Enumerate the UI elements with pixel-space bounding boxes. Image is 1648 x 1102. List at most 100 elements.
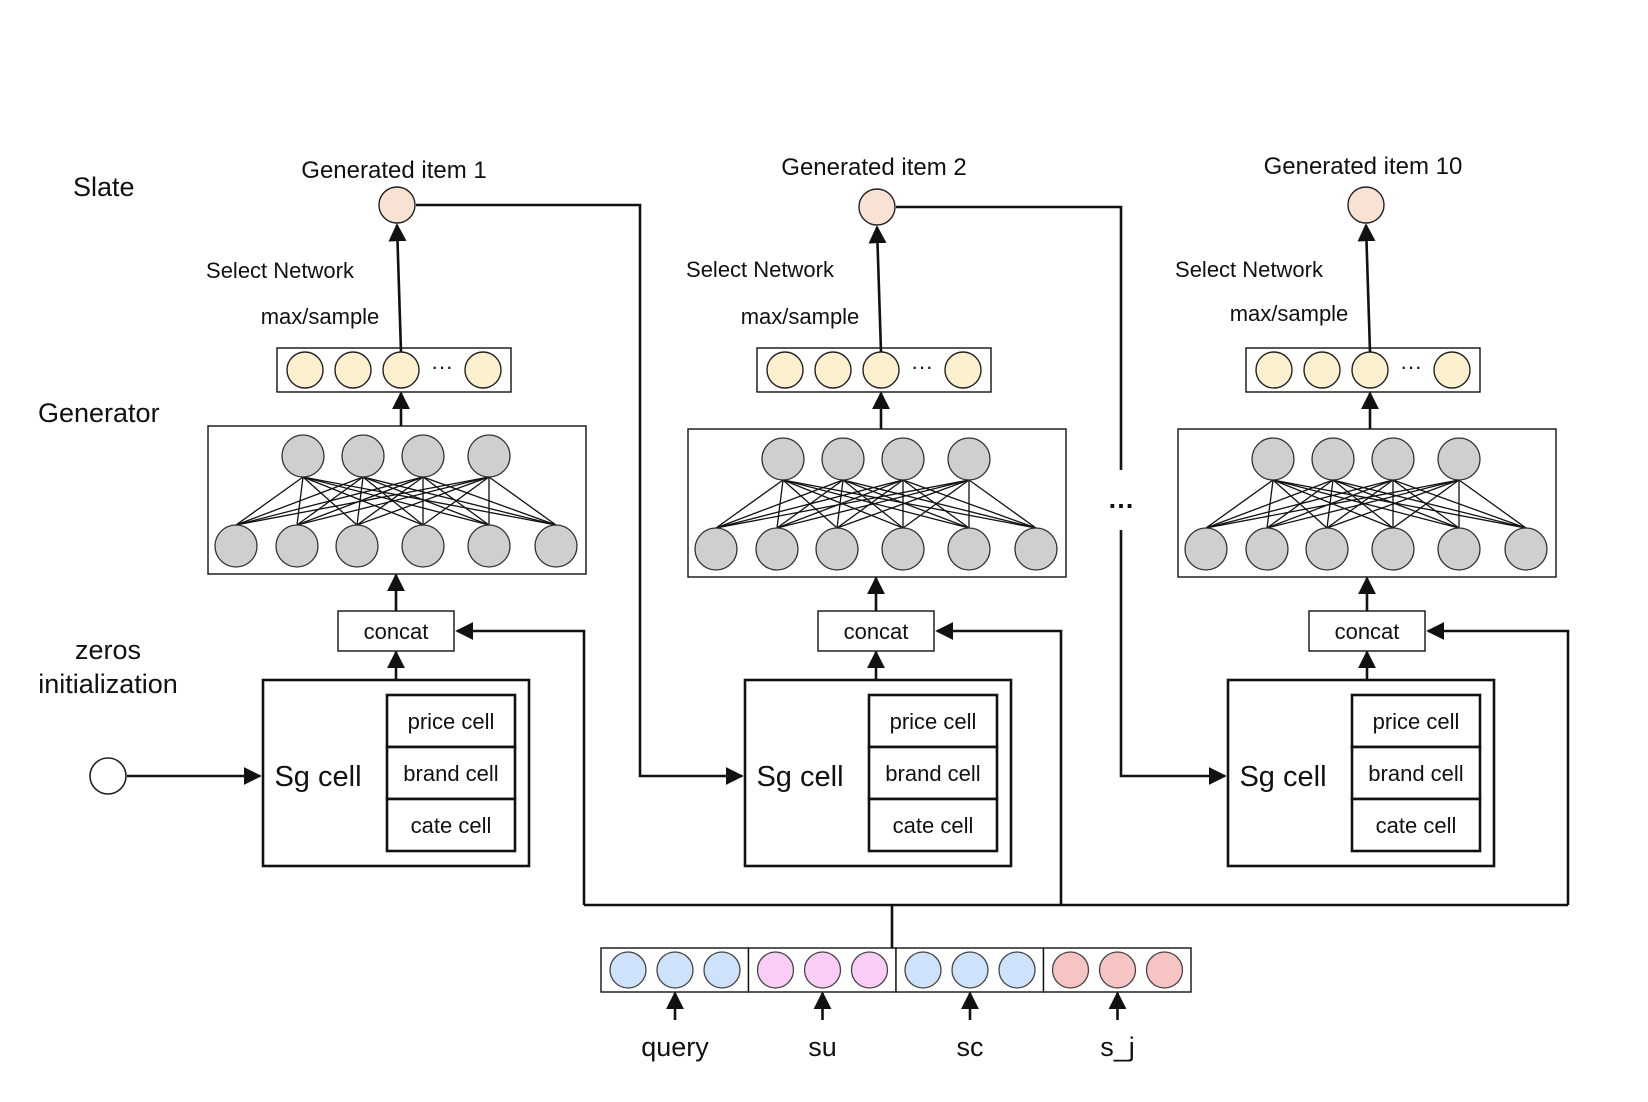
generator-edge (1266, 479, 1460, 529)
cate-cell-box (1350, 797, 1482, 853)
sg-cell-label: Sg cell (1239, 761, 1326, 793)
generator-edges (715, 479, 1037, 529)
generator-edge (715, 479, 904, 529)
candidate-item-node (1303, 351, 1341, 389)
generated-item-node (378, 186, 416, 224)
input-feature-node (609, 951, 647, 989)
generator-edge (235, 476, 424, 526)
hidden-neuron-top (1251, 437, 1295, 481)
generated-item-node (1347, 186, 1385, 224)
input-feature-node (998, 951, 1036, 989)
zeros-initialization-node (89, 757, 127, 795)
select-network-label: Select Network (206, 258, 355, 283)
bus-to-concat1 (455, 622, 586, 905)
generator-edge (1205, 479, 1460, 529)
brand-cell-label: brand cell (403, 761, 498, 786)
hidden-neuron-top (821, 437, 865, 481)
generator-edge (836, 479, 904, 529)
hidden-neuron-top (1437, 437, 1481, 481)
hidden-neuron-bottom (881, 527, 925, 571)
input-s-j: s_j (1042, 947, 1192, 1062)
price-cell-box (1350, 693, 1482, 749)
generator-edge (715, 479, 784, 529)
brand-cell-label: brand cell (885, 761, 980, 786)
input-feature-node (803, 951, 842, 989)
hidden-neuron-bottom (1371, 527, 1415, 571)
input-feature-node (656, 951, 694, 989)
generated-item-label: Generated item 10 (1264, 153, 1463, 180)
candidate-ellipsis: ··· (431, 354, 453, 379)
generator-edge (1332, 479, 1527, 529)
generator-edge (296, 476, 490, 526)
hidden-neuron-bottom (534, 524, 578, 568)
hidden-neuron-bottom (467, 524, 511, 568)
candidate-item-node (334, 351, 372, 389)
hidden-neuron-bottom (1245, 527, 1289, 571)
hidden-neuron-bottom (1504, 527, 1548, 571)
generator-edge (1272, 479, 1527, 529)
candidate-item-node (766, 351, 804, 389)
bus-to-concat2 (935, 622, 1063, 905)
input-feature-node (904, 951, 942, 989)
hidden-neuron-bottom (1184, 527, 1228, 571)
input-su: su (747, 947, 897, 1062)
hidden-neuron-top (467, 434, 511, 478)
generator-edge (356, 476, 490, 526)
input-feature-node (1098, 951, 1137, 989)
concat-label: concat (1335, 619, 1400, 644)
generator-edge (235, 476, 364, 526)
concat-box (817, 610, 935, 652)
bus-to-concat3 (1426, 622, 1570, 905)
input-query: query (600, 947, 750, 1062)
generated-item-node (858, 188, 896, 226)
candidate-item-node (1255, 351, 1293, 389)
hidden-neuron-bottom (1437, 527, 1481, 571)
hidden-neuron-top (1311, 437, 1355, 481)
generator-edge (1458, 479, 1527, 529)
generator-edge (302, 476, 557, 526)
brand-cell-label: brand cell (1368, 761, 1463, 786)
candidate-item-node (382, 351, 420, 389)
input-label: query (641, 1032, 709, 1062)
hidden-neuron-top (401, 434, 445, 478)
generator-edge (1272, 479, 1460, 529)
candidate-item-node (1351, 351, 1389, 389)
generator-edge (1332, 479, 1460, 529)
select-arrow (388, 223, 407, 353)
input-feature-node (756, 951, 795, 989)
generator-edge (356, 476, 424, 526)
candidate-item-node (464, 351, 502, 389)
hidden-neuron-bottom (214, 524, 258, 568)
candidate-item-node (814, 351, 852, 389)
price-cell-label: price cell (408, 709, 495, 734)
generator-edge (842, 479, 970, 529)
cate-cell-label: cate cell (1376, 813, 1457, 838)
input-label: sc (957, 1032, 984, 1062)
generator-edge (302, 476, 490, 526)
hidden-neuron-bottom (755, 527, 799, 571)
hidden-neuron-top (947, 437, 991, 481)
hidden-neuron-bottom (401, 524, 445, 568)
max-sample-label: max/sample (741, 304, 860, 329)
generator-edge (715, 479, 844, 529)
generator-edge (1392, 479, 1460, 529)
generator-edge (902, 479, 970, 529)
generator-edge (1326, 479, 1460, 529)
generator-edge (968, 479, 1037, 529)
concat-box (337, 610, 455, 652)
generator-edge (782, 479, 970, 529)
ellipsis-to-sg3-connector (1119, 530, 1227, 785)
generated-item-label: Generated item 1 (301, 157, 486, 184)
item1-to-sg2-connector (416, 203, 744, 785)
generator-edge (776, 479, 970, 529)
zeros-label: zeros (75, 635, 141, 665)
hidden-neuron-bottom (815, 527, 859, 571)
hidden-neuron-top (281, 434, 325, 478)
candidate-item-node (944, 351, 982, 389)
generated-item-label: Generated item 2 (781, 154, 966, 181)
select-network-label: Select Network (1175, 257, 1324, 282)
hidden-neuron-bottom (275, 524, 319, 568)
